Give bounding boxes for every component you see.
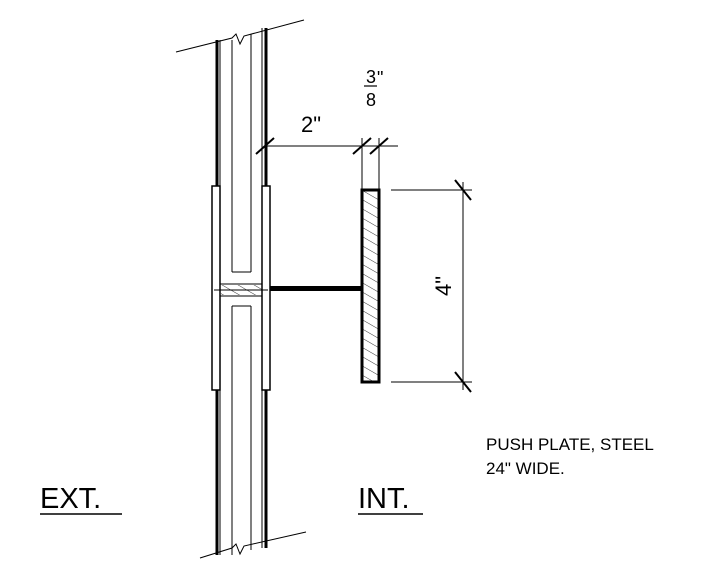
plate-height-label: 4" bbox=[431, 276, 456, 296]
bottom-break-line bbox=[199, 531, 307, 559]
top-break-line bbox=[175, 19, 305, 53]
fraction-unit: " bbox=[377, 68, 383, 88]
exterior-label: EXT. bbox=[40, 483, 101, 515]
plate-thickness-label: 3 8 " bbox=[364, 67, 383, 110]
center-strip-hatch bbox=[221, 285, 262, 295]
note-line-1: PUSH PLATE, STEEL bbox=[486, 435, 654, 454]
push-plate-standoff bbox=[270, 286, 362, 291]
gap-dimension-label: 2" bbox=[301, 112, 321, 137]
fraction-numerator: 3 bbox=[366, 67, 376, 87]
door-frame bbox=[211, 28, 271, 555]
horizontal-dimension bbox=[255, 137, 398, 190]
push-plate bbox=[360, 188, 381, 384]
interior-label: INT. bbox=[358, 483, 410, 515]
vertical-dimension bbox=[391, 179, 472, 393]
note-line-2: 24" WIDE. bbox=[486, 459, 565, 478]
fraction-denominator: 8 bbox=[366, 90, 376, 110]
